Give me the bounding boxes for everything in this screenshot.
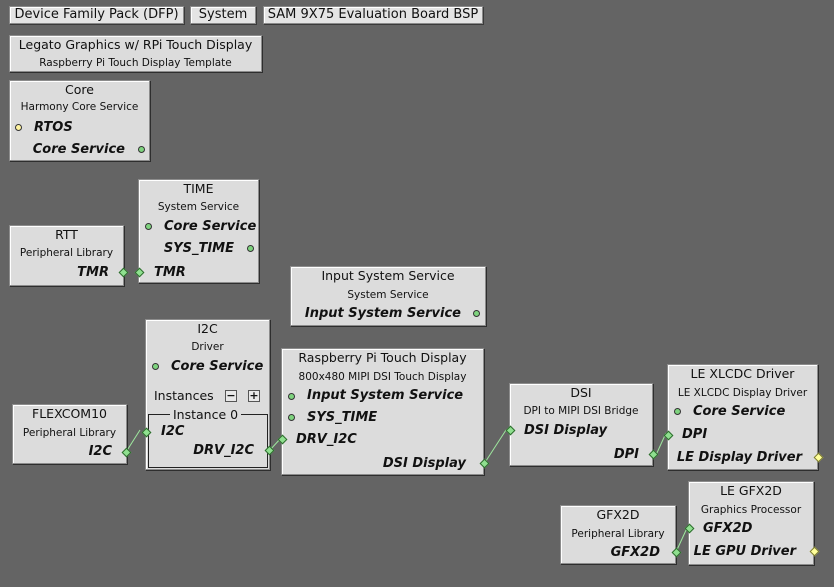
gfx2d-node[interactable]: GFX2D Peripheral Library GFX2D	[560, 505, 682, 564]
le-xlcdc-driver-node[interactable]: LE XLCDC Driver LE XLCDC Display Driver …	[663, 364, 824, 470]
wire-dsi-display	[483, 429, 507, 465]
time-core-service-dot[interactable]	[145, 223, 152, 230]
template-node[interactable]: Legato Graphics w/ RPi Touch Display Ras…	[9, 35, 262, 72]
xlcdc-title: LE XLCDC Driver	[690, 366, 795, 381]
remove-instance-button[interactable]: −	[225, 389, 237, 402]
legfx2d-le-gpu-port: LE GPU Driver	[693, 544, 796, 559]
instance-0-label: Instance 0	[170, 408, 242, 422]
time-core-service-port: Core Service	[164, 219, 257, 234]
bsp-button[interactable]: SAM 9X75 Evaluation Board BSP	[263, 6, 483, 24]
dsi-dpi-port: DPI	[613, 447, 639, 462]
input-port-dot[interactable]	[473, 310, 480, 317]
input-system-service-node[interactable]: Input System Service System Service Inpu…	[290, 266, 486, 326]
flexcom10-node[interactable]: FLEXCOM10 Peripheral Library I2C	[12, 404, 132, 464]
xlcdc-core-service-port: Core Service	[693, 404, 786, 419]
dsi-title: DSI	[570, 385, 592, 400]
dsi-subtitle: DPI to MIPI DSI Bridge	[523, 405, 639, 417]
i2c-drv-i2c-port: DRV_I2C	[193, 443, 254, 458]
time-tmr-port: TMR	[154, 265, 186, 280]
flexcom-subtitle: Peripheral Library	[22, 427, 117, 439]
i2c-title: I2C	[197, 321, 218, 336]
time-node[interactable]: TIME System Service Core Service SYS_TIM…	[134, 179, 259, 283]
rpi-sys-time-dot[interactable]	[288, 414, 295, 421]
i2c-i2c-port: I2C	[161, 424, 185, 439]
rpi-sys-time-port: SYS_TIME	[307, 410, 378, 425]
system-button[interactable]: System	[190, 6, 256, 24]
rtt-subtitle: Peripheral Library	[19, 247, 114, 259]
input-subtitle: System Service	[347, 289, 429, 301]
xlcdc-subtitle: LE XLCDC Display Driver	[677, 387, 808, 399]
rpi-title: Raspberry Pi Touch Display	[298, 350, 467, 365]
template-title: Legato Graphics w/ RPi Touch Display	[18, 37, 253, 52]
input-title: Input System Service	[321, 268, 455, 283]
le-gfx2d-node[interactable]: LE GFX2D Graphics Processor GFX2D LE GPU…	[684, 481, 820, 565]
rtt-node[interactable]: RTT Peripheral Library TMR	[9, 225, 129, 286]
template-subtitle: Raspberry Pi Touch Display Template	[39, 57, 232, 69]
rpi-input-port: Input System Service	[307, 388, 464, 403]
rpi-input-dot[interactable]	[288, 393, 295, 400]
flexcom-i2c-port: I2C	[88, 444, 112, 459]
time-sys-time-dot[interactable]	[247, 245, 254, 252]
i2c-driver-node[interactable]: I2C Driver Core Service Instances − + In…	[141, 319, 275, 470]
core-subtitle: Harmony Core Service	[20, 101, 139, 113]
rtt-tmr-port: TMR	[77, 265, 109, 280]
wire-i2c	[125, 429, 141, 453]
core-rtos-port: RTOS	[34, 120, 73, 135]
dsi-display-port: DSI Display	[524, 423, 608, 438]
xlcdc-dpi-port: DPI	[682, 427, 708, 442]
rpi-subtitle: 800x480 MIPI DSI Touch Display	[298, 371, 467, 383]
legfx2d-title: LE GFX2D	[720, 483, 782, 498]
dsi-bridge-node[interactable]: DSI DPI to MIPI DSI Bridge DSI Display D…	[505, 383, 659, 466]
time-subtitle: System Service	[157, 201, 240, 213]
rpi-touch-display-node[interactable]: Raspberry Pi Touch Display 800x480 MIPI …	[277, 348, 490, 475]
legfx2d-gfx2d-port: GFX2D	[703, 521, 753, 536]
xlcdc-le-display-port: LE Display Driver	[676, 450, 802, 465]
i2c-subtitle: Driver	[191, 341, 224, 353]
add-instance-button[interactable]: +	[248, 389, 260, 402]
dfp-button[interactable]: Device Family Pack (DFP)	[9, 6, 184, 24]
gfx2d-title: GFX2D	[596, 507, 640, 522]
core-node[interactable]: Core Harmony Core Service RTOS Core Serv…	[9, 80, 150, 161]
flexcom-title: FLEXCOM10	[32, 406, 107, 421]
core-service-port-dot[interactable]	[138, 146, 145, 153]
i2c-core-service-dot[interactable]	[152, 363, 159, 370]
core-title: Core	[65, 82, 94, 97]
time-sys-time-port: SYS_TIME	[163, 241, 234, 256]
i2c-core-service-port: Core Service	[171, 359, 264, 374]
rtos-port-dot[interactable]	[15, 124, 22, 131]
gfx2d-subtitle: Peripheral Library	[571, 528, 665, 540]
rtt-title: RTT	[55, 227, 78, 242]
instances-label: Instances	[151, 389, 217, 403]
gfx2d-port: GFX2D	[610, 545, 660, 560]
legfx2d-subtitle: Graphics Processor	[700, 504, 802, 516]
rpi-dsi-display-port: DSI Display	[382, 456, 466, 471]
instance-0-group	[148, 414, 268, 468]
xlcdc-core-service-dot[interactable]	[674, 408, 681, 415]
rpi-drv-i2c-port: DRV_I2C	[296, 432, 357, 447]
input-port: Input System Service	[304, 306, 461, 321]
time-title: TIME	[183, 181, 214, 196]
core-core-service-port: Core Service	[32, 142, 125, 157]
